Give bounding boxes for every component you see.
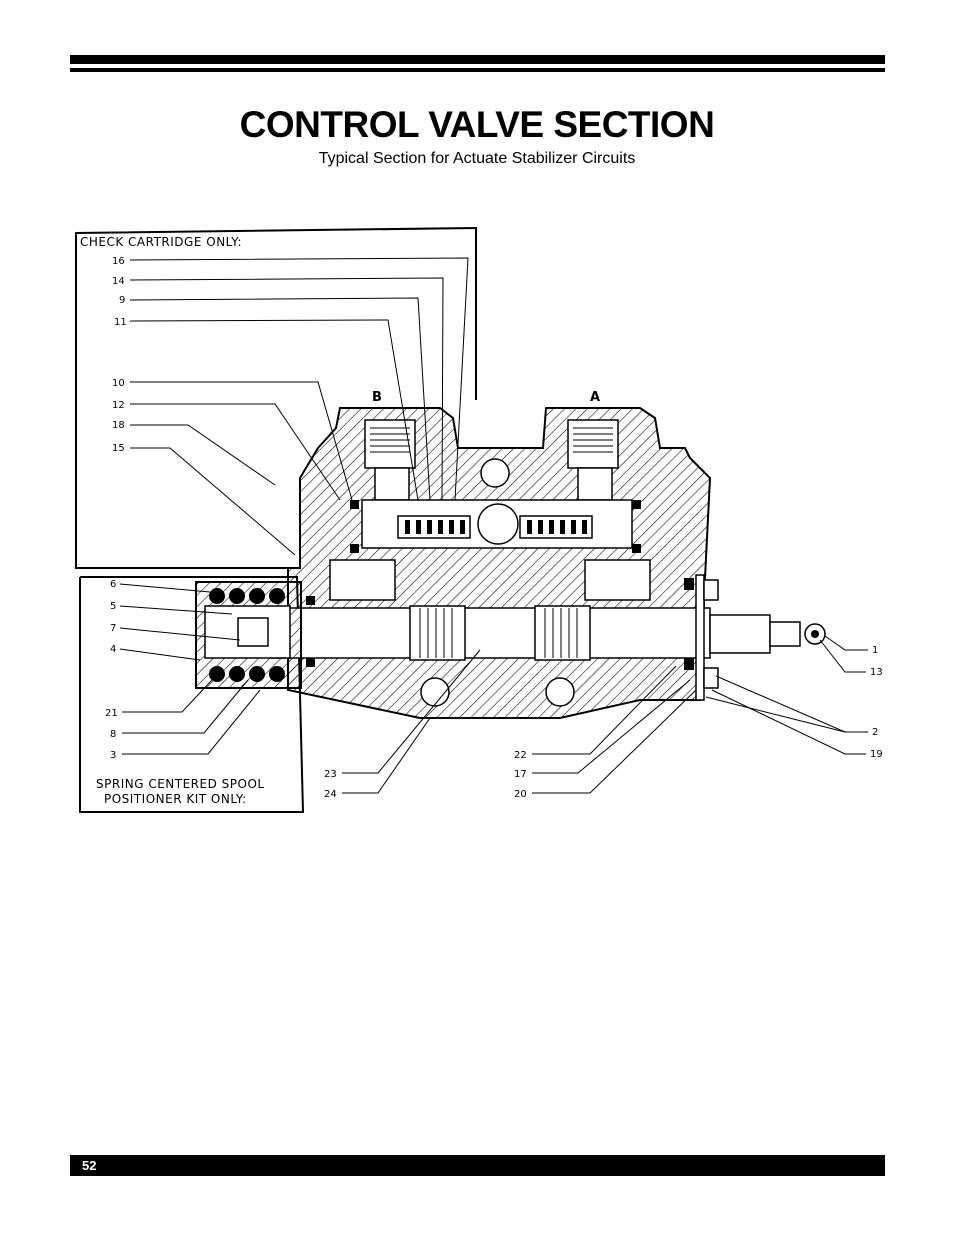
spring-kit-label-line1: SPRING CENTERED SPOOL	[96, 777, 265, 791]
callout-20: 20	[514, 789, 527, 800]
passage-lower-left	[420, 677, 450, 707]
callout-6: 6	[110, 579, 116, 590]
page-subtitle: Typical Section for Actuate Stabilizer C…	[318, 150, 636, 167]
leader-19	[711, 689, 866, 755]
callout-12: 12	[112, 400, 125, 411]
leader-7	[119, 627, 241, 641]
callout-10: 10	[112, 378, 125, 389]
screw-lower	[703, 667, 719, 689]
leader-13	[819, 639, 866, 673]
callout-24: 24	[324, 789, 337, 800]
leader-14	[129, 277, 444, 501]
page-title: CONTROL VALVE SECTION	[239, 104, 715, 145]
spring-cap	[195, 581, 302, 689]
passage-lower-right	[545, 677, 575, 707]
leader-3	[122, 689, 261, 755]
port-b	[364, 419, 416, 501]
port-a-label: A	[590, 390, 600, 405]
callout-15: 15	[112, 443, 125, 454]
screw-upper	[703, 579, 719, 601]
leader-12	[130, 403, 341, 501]
seal-right-upper	[684, 578, 694, 590]
check-cartridge	[350, 499, 641, 553]
port-a	[567, 419, 619, 501]
leader-16	[129, 257, 469, 501]
leader-21	[122, 679, 213, 713]
callout-13: 13	[870, 667, 883, 678]
leader-9	[129, 297, 431, 501]
leader-17	[532, 679, 691, 774]
leader-5	[119, 605, 233, 615]
callout-21: 21	[105, 708, 118, 719]
callout-18: 18	[112, 420, 125, 431]
leader-15	[130, 447, 296, 556]
callout-1: 1	[872, 645, 878, 656]
callout-23: 23	[324, 769, 337, 780]
spool	[269, 605, 826, 661]
leader-11	[129, 319, 419, 501]
seal-left-lower	[306, 658, 315, 667]
retainer-plate	[695, 574, 705, 701]
callout-2: 2	[872, 727, 878, 738]
callout-22: 22	[514, 750, 527, 761]
callout-7: 7	[110, 623, 116, 634]
callout-4: 4	[110, 644, 116, 655]
passage-right-cavity	[584, 559, 651, 601]
leader-6	[119, 583, 211, 593]
leader-22	[532, 665, 677, 755]
callout-8: 8	[110, 729, 116, 740]
callout-16: 16	[112, 256, 125, 267]
callout-11: 11	[114, 317, 127, 328]
callout-3: 3	[110, 750, 116, 761]
leader-1	[824, 635, 868, 651]
check-cartridge-frame	[75, 226, 477, 569]
check-cartridge-label: CHECK CARTRIDGE ONLY:	[80, 235, 242, 249]
port-b-label: B	[372, 390, 382, 405]
leader-4	[119, 648, 201, 661]
callout-9: 9	[119, 295, 125, 306]
header-rule-thin	[70, 68, 885, 72]
passage-upper	[480, 458, 510, 488]
leader-20	[532, 689, 697, 794]
leader-23	[342, 649, 481, 774]
callout-19: 19	[870, 749, 883, 760]
leader-10	[130, 381, 353, 501]
seal-right-lower	[684, 658, 694, 670]
spring-kit-frame	[79, 576, 305, 813]
callout-5: 5	[110, 601, 116, 612]
footer-bar	[70, 1155, 885, 1176]
leader-2b	[705, 696, 846, 733]
spring-kit-label-line2: POSITIONER KIT ONLY:	[104, 792, 247, 806]
seal-left-upper	[306, 596, 315, 605]
leader-18	[130, 424, 276, 486]
page-number: 52	[82, 1158, 97, 1173]
leader-24	[342, 717, 431, 794]
header-rule-thick	[70, 55, 885, 64]
callout-14: 14	[112, 276, 125, 287]
leader-8	[122, 679, 249, 734]
leader-2a	[715, 675, 868, 733]
passage-left-cavity	[329, 559, 396, 601]
callout-17: 17	[514, 769, 527, 780]
